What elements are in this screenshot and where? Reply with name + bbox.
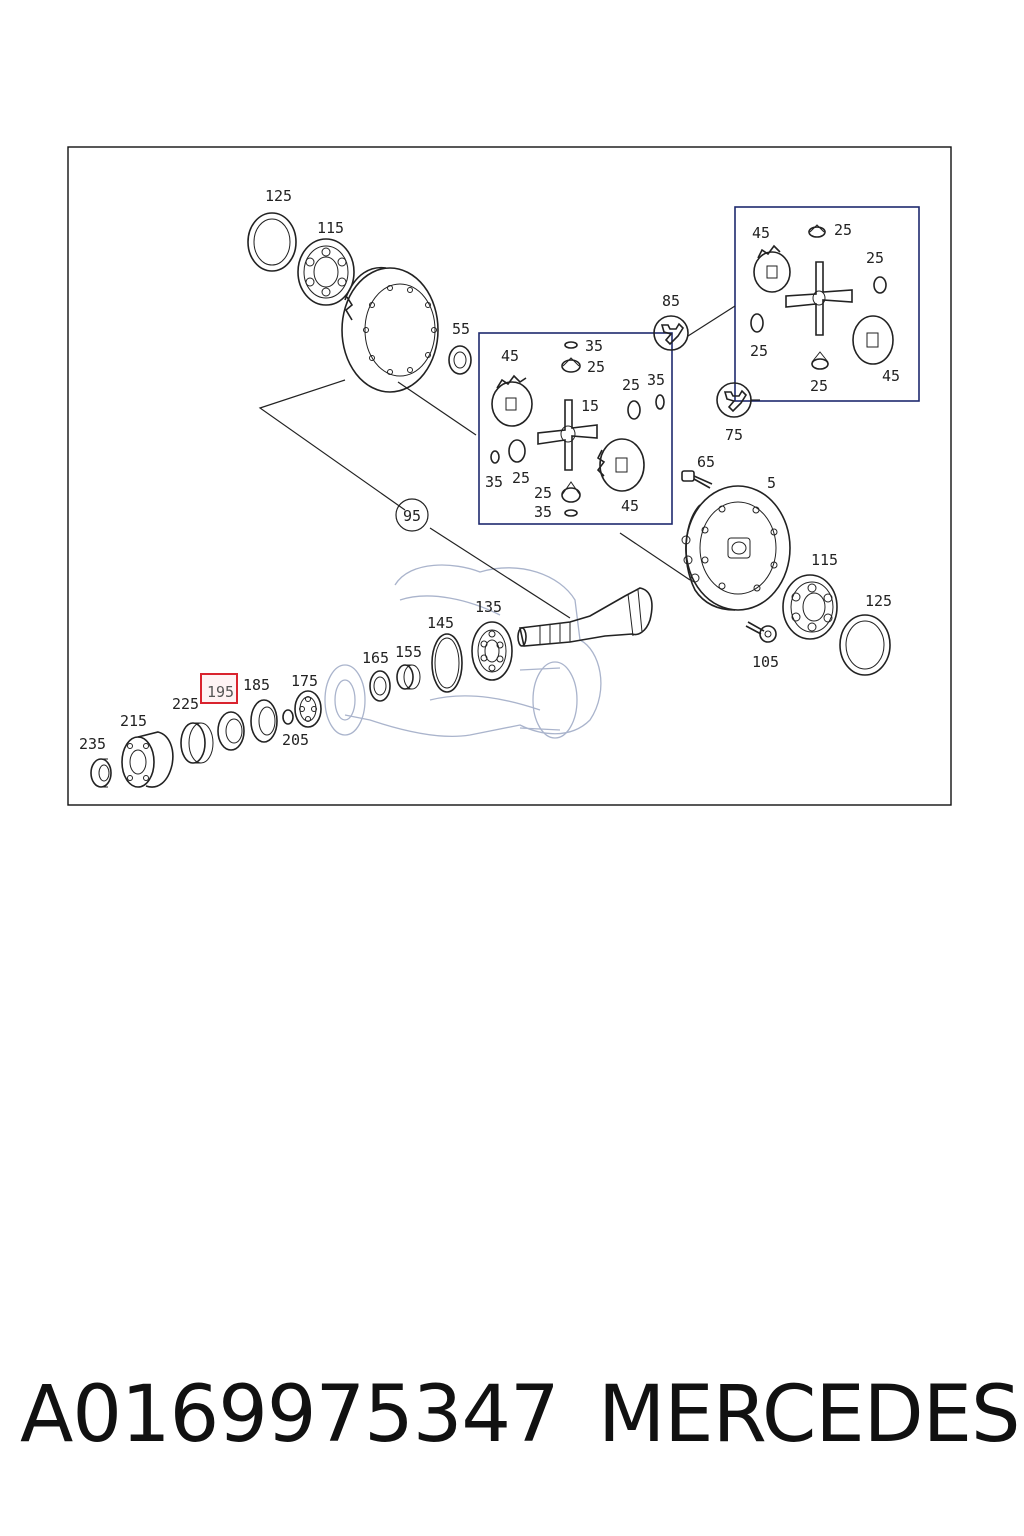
washer-205 <box>282 709 294 725</box>
label-75: 75 <box>725 426 743 444</box>
callout-circle-95 <box>395 498 429 532</box>
part-number-text: A0169975347 <box>20 1370 560 1460</box>
label-inset1-25a: 25 <box>587 358 605 376</box>
bolt-105 <box>745 621 777 643</box>
bearing-115-right <box>782 574 838 640</box>
label-145: 145 <box>427 614 454 632</box>
brand-text: MERCEDES <box>598 1370 1020 1460</box>
ring-145 <box>431 633 463 693</box>
label-205: 205 <box>282 731 309 749</box>
label-inset2-45b: 45 <box>882 367 900 385</box>
label-inset1-35d: 35 <box>534 503 552 521</box>
spacer-155 <box>396 664 421 690</box>
bearing-175 <box>294 690 322 728</box>
label-inset1-25b: 25 <box>622 376 640 394</box>
label-95: 95 <box>403 507 421 525</box>
seal-55 <box>448 345 472 375</box>
label-165: 165 <box>362 649 389 667</box>
bearing-165 <box>369 670 391 702</box>
label-inset2-25a: 25 <box>834 221 852 239</box>
label-85: 85 <box>662 292 680 310</box>
label-155: 155 <box>395 643 422 661</box>
label-inset1-35b: 35 <box>647 371 665 389</box>
label-inset1-35c: 35 <box>485 473 503 491</box>
pinion-shaft <box>517 587 653 647</box>
label-inset1-35a: 35 <box>585 337 603 355</box>
label-125-right: 125 <box>865 592 892 610</box>
label-105: 105 <box>752 653 779 671</box>
label-185: 185 <box>243 676 270 694</box>
differential-housing-5 <box>681 485 791 611</box>
seal-ring-125-right <box>839 614 891 676</box>
label-inset2-25c: 25 <box>750 342 768 360</box>
inset1-parts <box>490 341 665 517</box>
label-5: 5 <box>767 474 776 492</box>
ring-gear <box>341 266 439 393</box>
label-inset1-45: 45 <box>501 347 519 365</box>
label-55: 55 <box>452 320 470 338</box>
bolt-65 <box>681 470 713 489</box>
wrench-icon-75 <box>716 382 760 418</box>
label-215: 215 <box>120 712 147 730</box>
label-195: 195 <box>207 683 234 701</box>
label-inset1-45b: 45 <box>621 497 639 515</box>
label-125-top: 125 <box>265 187 292 205</box>
diagram-frame <box>67 146 952 806</box>
nut-235 <box>90 758 112 788</box>
flange-215 <box>121 731 174 788</box>
label-inset1-25d: 25 <box>534 484 552 502</box>
label-inset2-25d: 25 <box>810 377 828 395</box>
bearing-135 <box>471 621 513 681</box>
seal-185 <box>250 699 278 743</box>
highlight-box-195 <box>200 673 238 704</box>
differential-inset-box-2 <box>734 206 920 402</box>
label-135: 135 <box>475 598 502 616</box>
label-115-top: 115 <box>317 219 344 237</box>
differential-inset-box <box>478 332 673 525</box>
label-235: 235 <box>79 735 106 753</box>
seal-225 <box>180 722 214 764</box>
label-115-right: 115 <box>811 551 838 569</box>
seal-195 <box>217 711 245 751</box>
wrench-icon-85 <box>653 305 736 351</box>
label-225: 225 <box>172 695 199 713</box>
label-inset1-15: 15 <box>581 397 599 415</box>
axle-housing-ghost <box>324 564 602 739</box>
label-inset1-25c: 25 <box>512 469 530 487</box>
exploded-parts-diagram: 125 115 55 85 95 75 65 5 115 125 105 135… <box>67 146 952 806</box>
bearing-115-top <box>297 238 355 306</box>
label-inset2-45: 45 <box>752 224 770 242</box>
label-65: 65 <box>697 453 715 471</box>
caption-bar: A0169975347 MERCEDES <box>0 1370 1024 1470</box>
label-175: 175 <box>291 672 318 690</box>
seal-ring-125-top <box>247 212 297 272</box>
inset2-parts <box>750 224 894 370</box>
label-inset2-25b: 25 <box>866 249 884 267</box>
